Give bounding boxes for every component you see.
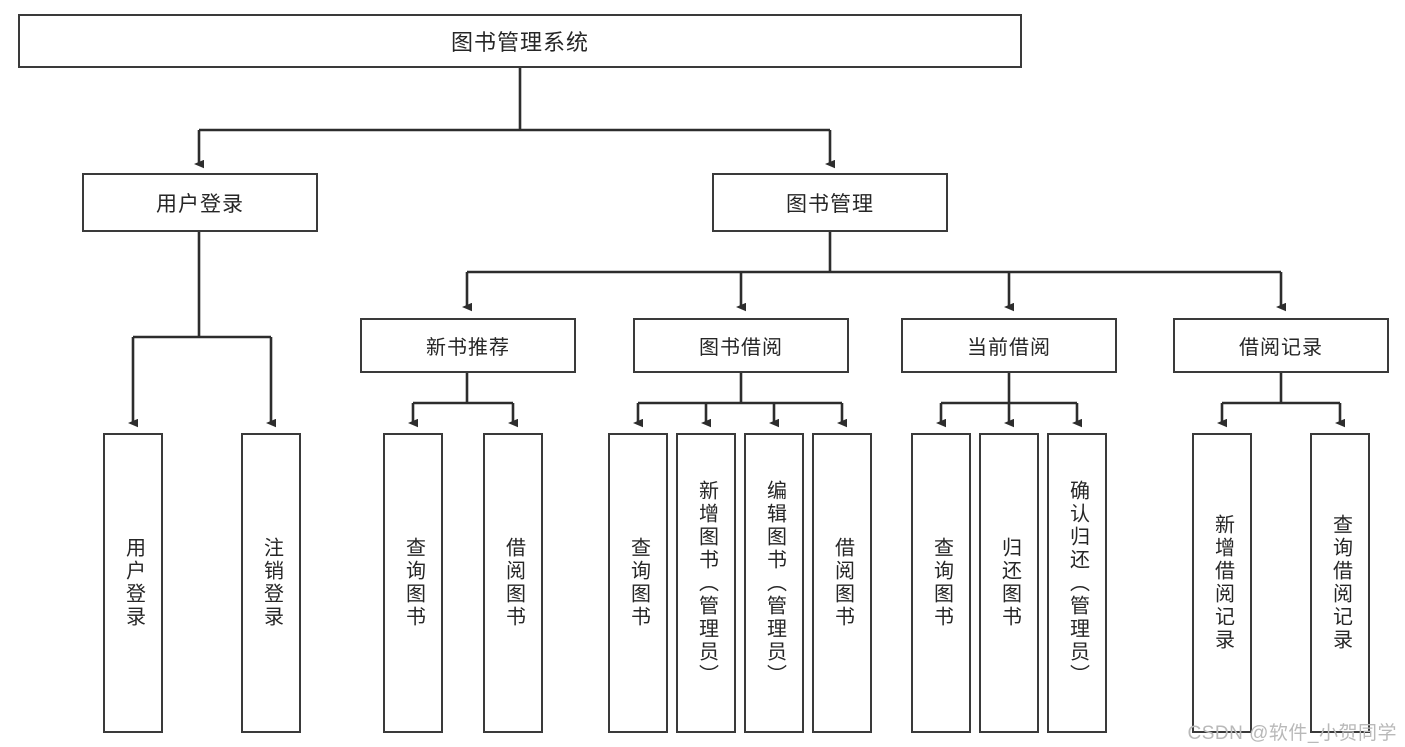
node-user-login[interactable]: 用户登录 [82,173,318,232]
node-book-borrow[interactable]: 图书借阅 [633,318,849,373]
node-book-borrow-label: 图书借阅 [699,337,783,359]
watermark: CSDN @软件_小贺同学 [1187,723,1397,744]
leaf-edit-book-admin[interactable]: 编辑图书（管理员） [744,433,804,733]
node-new-book-recommend-label: 新书推荐 [426,337,510,359]
leaf-logout-label: 注销登录 [260,537,283,629]
leaf-borrow-book-new-label: 借阅图书 [502,537,525,629]
leaf-query-book-new[interactable]: 查询图书 [383,433,443,733]
node-borrow-record[interactable]: 借阅记录 [1173,318,1389,373]
leaf-query-borrow-record-label: 查询借阅记录 [1329,514,1352,652]
leaf-return-book[interactable]: 归还图书 [979,433,1039,733]
leaf-return-book-label: 归还图书 [998,537,1021,629]
node-borrow-record-label: 借阅记录 [1239,337,1323,359]
leaf-query-book-current[interactable]: 查询图书 [911,433,971,733]
node-user-login-label: 用户登录 [156,192,244,216]
node-book-management-label: 图书管理 [786,192,874,216]
leaf-query-book-borrow-label: 查询图书 [627,537,650,629]
leaf-query-borrow-record[interactable]: 查询借阅记录 [1310,433,1370,733]
node-current-borrow[interactable]: 当前借阅 [901,318,1117,373]
leaf-user-login-label: 用户登录 [122,537,145,629]
leaf-borrow-book-new[interactable]: 借阅图书 [483,433,543,733]
leaf-query-book-current-label: 查询图书 [930,537,953,629]
node-new-book-recommend[interactable]: 新书推荐 [360,318,576,373]
node-current-borrow-label: 当前借阅 [967,337,1051,359]
leaf-add-borrow-record[interactable]: 新增借阅记录 [1192,433,1252,733]
leaf-add-borrow-record-label: 新增借阅记录 [1211,514,1234,652]
leaf-edit-book-admin-label: 编辑图书（管理员） [763,479,786,687]
node-root-label: 图书管理系统 [450,30,589,55]
leaf-confirm-return-admin-label: 确认归还（管理员） [1066,479,1089,687]
leaf-add-book-admin[interactable]: 新增图书（管理员） [676,433,736,733]
leaf-confirm-return-admin[interactable]: 确认归还（管理员） [1047,433,1107,733]
leaf-logout[interactable]: 注销登录 [241,433,301,733]
leaf-query-book-new-label: 查询图书 [402,537,425,629]
node-book-management[interactable]: 图书管理 [712,173,948,232]
leaf-query-book-borrow[interactable]: 查询图书 [608,433,668,733]
leaf-borrow-book[interactable]: 借阅图书 [812,433,872,733]
node-root[interactable]: 图书管理系统 [18,14,1022,68]
leaf-user-login[interactable]: 用户登录 [103,433,163,733]
leaf-borrow-book-label: 借阅图书 [831,537,854,629]
leaf-add-book-admin-label: 新增图书（管理员） [695,479,718,687]
